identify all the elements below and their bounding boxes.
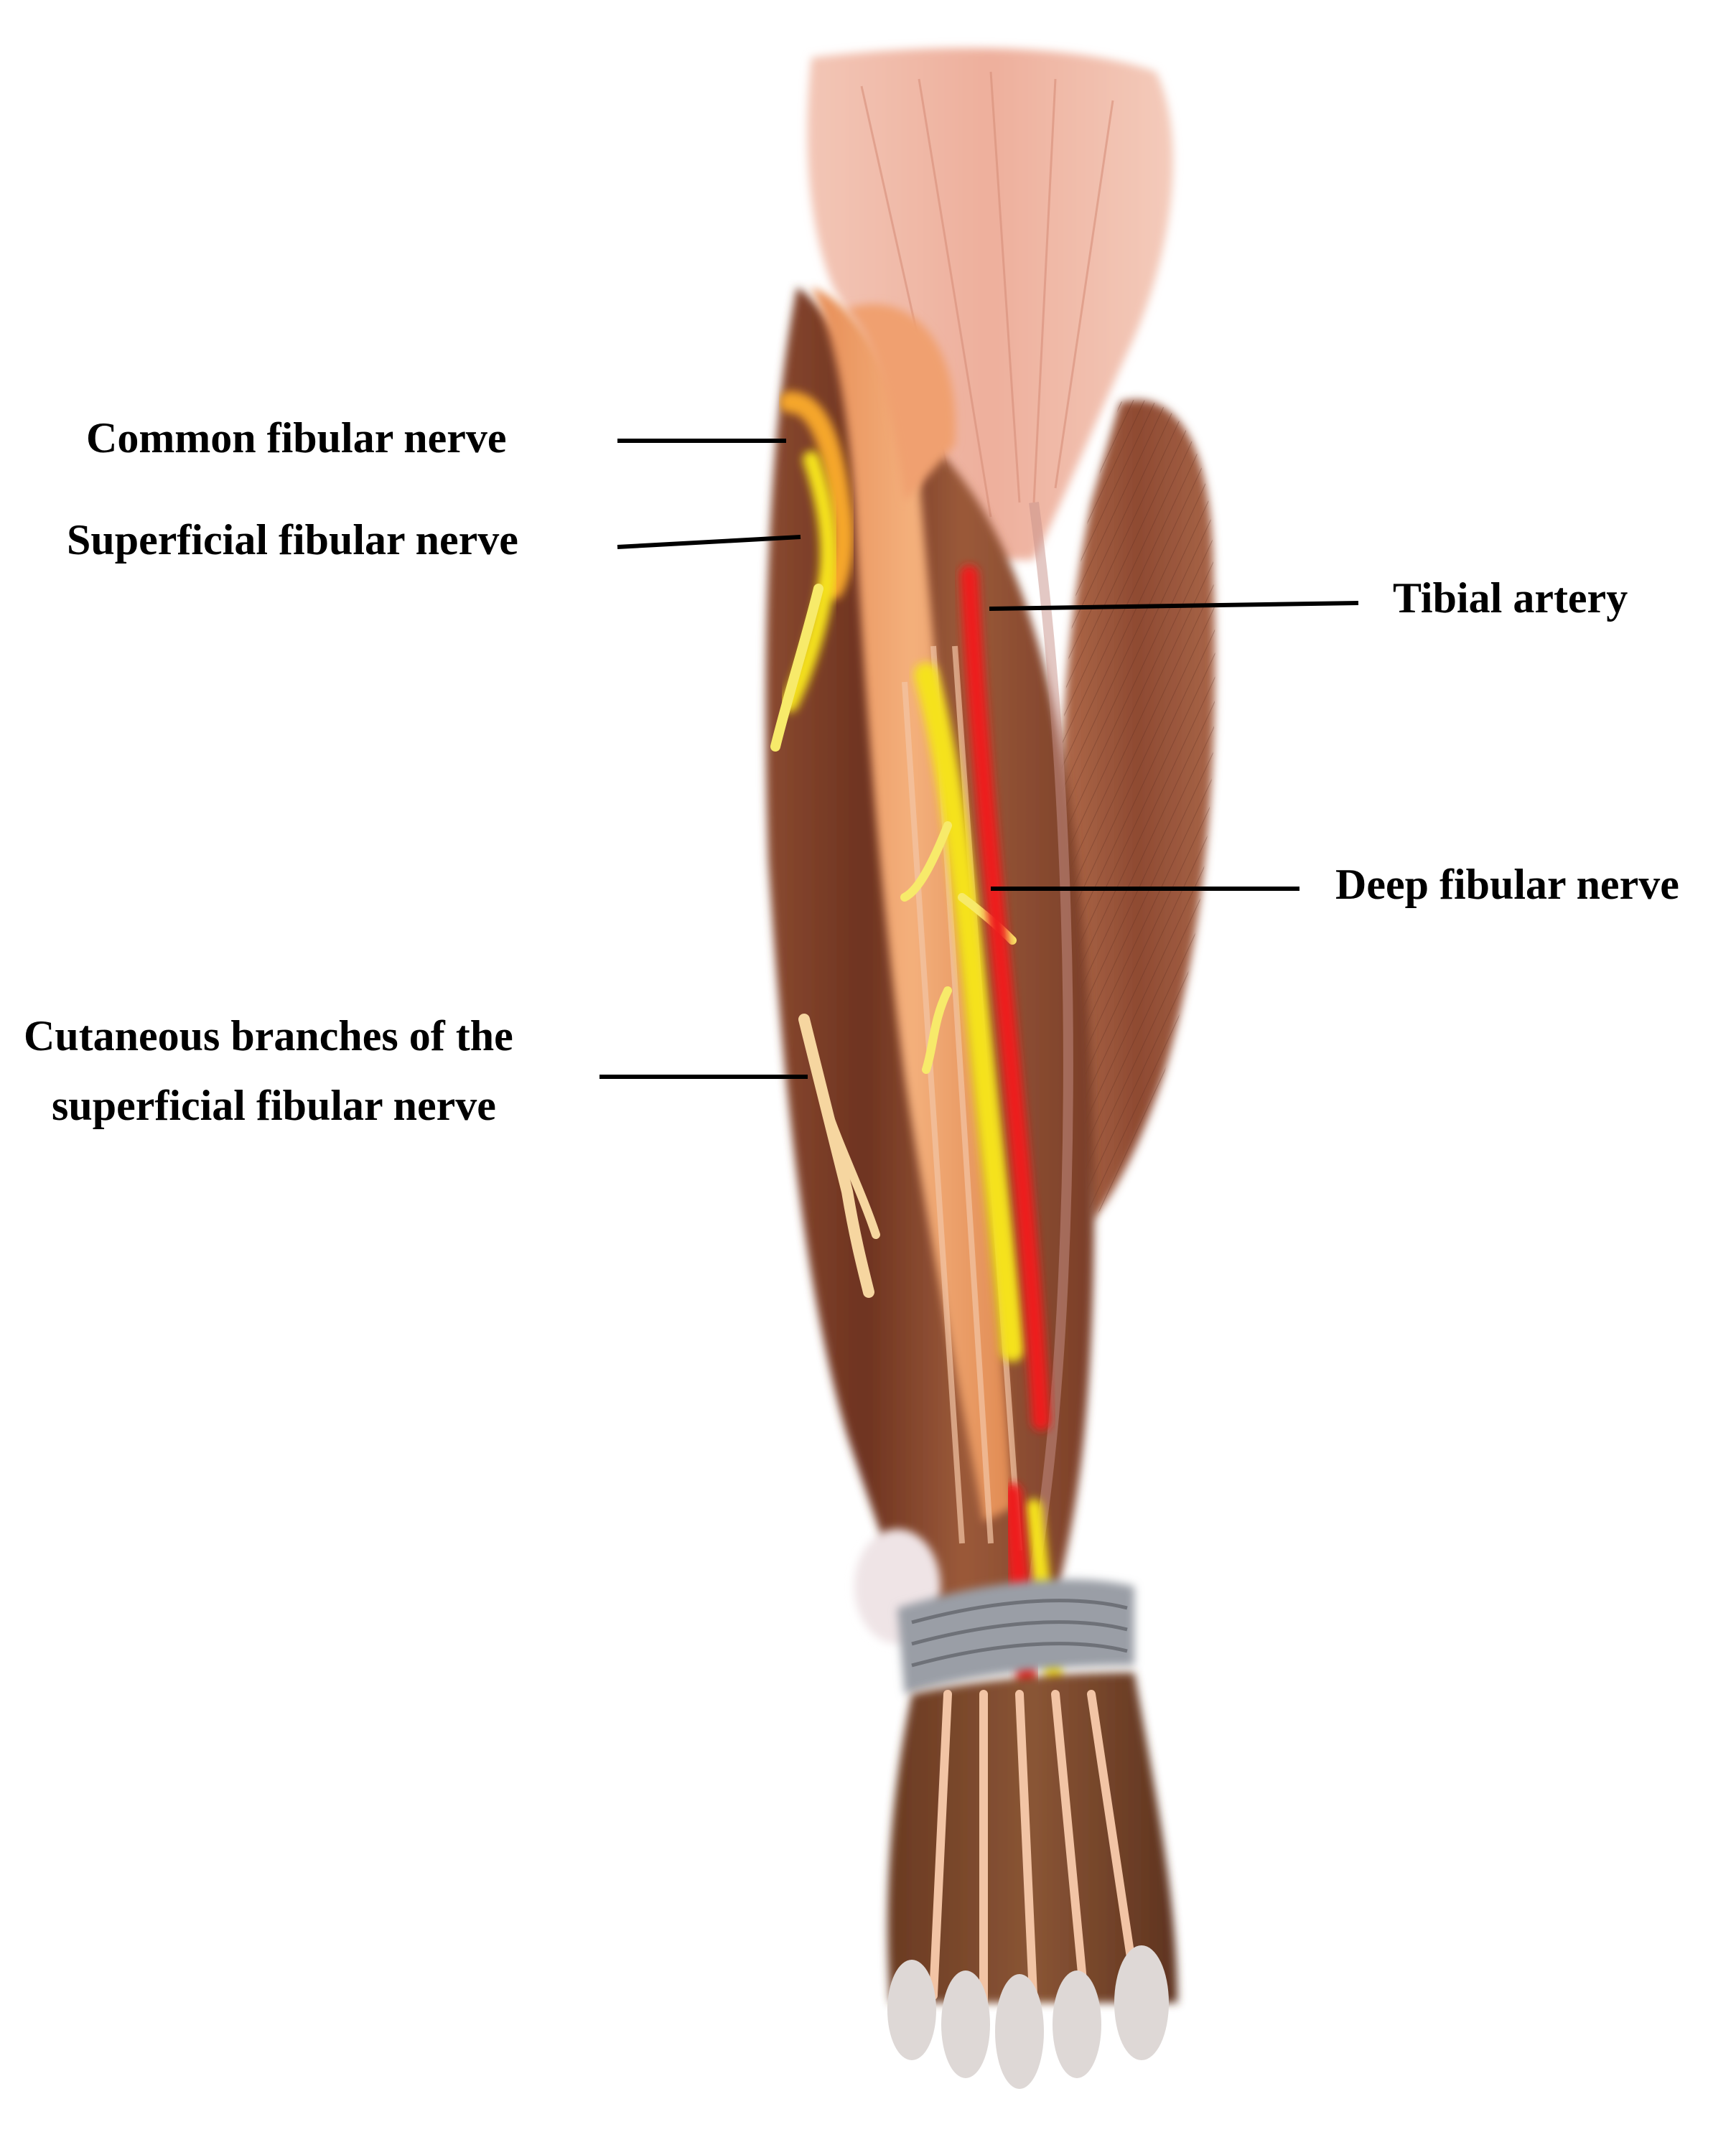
label-cutaneous-branches-line2: superficial fibular nerve [52,1082,496,1129]
leader-tibial-artery [989,601,1359,611]
thigh-muscle [807,47,1173,560]
label-tibial-artery: Tibial artery [1393,574,1628,622]
leader-superficial-fibular-nerve [617,535,801,549]
foot [887,1673,1177,2014]
label-deep-fibular-nerve: Deep fibular nerve [1335,861,1679,908]
cutaneous-branches-drawing [798,1014,880,1298]
extensor-retinaculum [897,1579,1134,1694]
label-superficial-fibular-nerve: Superficial fibular nerve [67,516,518,564]
common-fibular-nerve-drawing [770,391,854,752]
toes [887,1945,1169,2089]
label-common-fibular-nerve: Common fibular nerve [86,414,507,462]
label-cutaneous-branches-line1: Cutaneous branches of the [24,1012,513,1060]
